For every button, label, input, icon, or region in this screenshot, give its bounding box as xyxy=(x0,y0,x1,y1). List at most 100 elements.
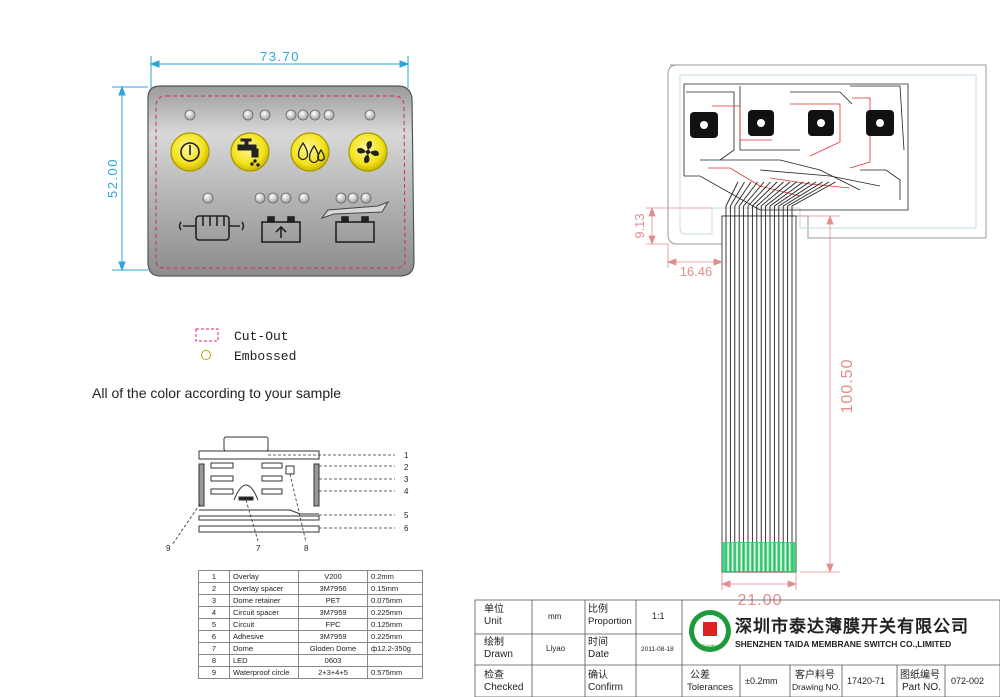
tail-width-dimension xyxy=(720,572,798,590)
tail-width-dim-text: 21.00 xyxy=(737,592,782,609)
fan-in-trace xyxy=(782,181,823,216)
spec-cell-spec: 0.15mm xyxy=(367,582,423,595)
cross-section-callouts: 1 2 3 4 5 6 9 7 8 xyxy=(166,451,409,553)
checked-en: Checked xyxy=(484,682,524,693)
drawn-en: Drawn xyxy=(484,649,513,660)
fan-in-trace xyxy=(787,181,830,216)
offset-y-dimension xyxy=(646,206,712,246)
tail-length-dim-text: 100.50 xyxy=(839,359,856,414)
company-seal-text: 深圳泰达 xyxy=(700,644,720,651)
callout-9: 9 xyxy=(166,544,171,553)
spec-cell-no: 4 xyxy=(198,606,230,619)
spec-cell-no: 6 xyxy=(198,630,230,643)
company-logo: 深圳泰达 xyxy=(689,610,731,652)
panel-width-dimension xyxy=(149,56,410,88)
unit-en: Unit xyxy=(484,616,502,627)
spec-cell-spec: 0.2mm xyxy=(367,570,423,583)
power-key[interactable] xyxy=(170,132,210,172)
panel-height-dimension xyxy=(112,85,148,272)
spec-cell-type: PET xyxy=(298,594,368,607)
fan-in-trace xyxy=(751,181,778,216)
color-note: All of the color according to your sampl… xyxy=(92,385,341,401)
spec-cell-material-name: Waterproof circle xyxy=(229,666,299,679)
title-block-grid xyxy=(474,599,1000,697)
drops-key[interactable] xyxy=(290,132,330,172)
offset-y-dim-text: 9.13 xyxy=(632,213,647,238)
fan-in-trace xyxy=(778,181,817,216)
legend-embossed-label: Embossed xyxy=(234,349,296,364)
drops-icon xyxy=(297,141,325,164)
spec-cell-material-name: Adhesive xyxy=(229,630,299,643)
date-cn: 时间 xyxy=(588,637,608,648)
proportion-en: Proportion xyxy=(588,616,632,627)
callout-7: 7 xyxy=(256,544,261,553)
unit-cn: 单位 xyxy=(484,604,504,615)
fan-in-trace xyxy=(738,181,758,216)
date-en: Date xyxy=(588,649,610,660)
spec-cell-spec xyxy=(367,654,423,667)
proportion-cn: 比例 xyxy=(588,604,608,615)
panel-height-dim-text: 52.00 xyxy=(105,158,120,198)
fan-in-trace xyxy=(725,181,739,216)
proportion-value: 1:1 xyxy=(652,611,665,621)
callout-1: 1 xyxy=(404,451,409,460)
checked-cn: 检查 xyxy=(484,670,504,681)
fan-in-trace xyxy=(743,181,765,216)
company-name-en: SHENZHEN TAIDA MEMBRANE SWITCH CO.,LIMIT… xyxy=(735,639,952,649)
tail-contact-gaps xyxy=(727,543,791,571)
confirm-cn: 确认 xyxy=(588,670,608,681)
fan-in-trace xyxy=(729,181,745,216)
wrench-hand-icon xyxy=(178,215,245,241)
fan-in-trace xyxy=(747,181,771,216)
spec-cell-type: V200 xyxy=(298,570,368,583)
callout-8: 8 xyxy=(304,544,309,553)
circuit-key-pads xyxy=(690,110,894,138)
panel-leds xyxy=(184,109,376,204)
tolerance-cn: 公差 xyxy=(690,670,710,681)
company-name-cn: 深圳市泰达薄膜开关有限公司 xyxy=(735,617,969,636)
spec-cell-no: 5 xyxy=(198,618,230,631)
legend-embossed-swatch xyxy=(201,350,211,360)
cross-section-leaders xyxy=(171,454,395,546)
spec-cell-no: 2 xyxy=(198,582,230,595)
callout-2: 2 xyxy=(404,463,409,472)
spec-cell-type: 3M7959 xyxy=(298,630,368,643)
fan-in-trace xyxy=(765,181,797,216)
spec-cell-spec: ф12.2-350g xyxy=(367,642,423,655)
panel-width-dim-text: 73.70 xyxy=(260,49,300,64)
fan-in-trace xyxy=(734,181,752,216)
callout-4: 4 xyxy=(404,487,409,496)
spec-cell-no: 3 xyxy=(198,594,230,607)
spec-cell-material-name: Dome xyxy=(229,642,299,655)
battery-charge-icon xyxy=(320,200,390,243)
spec-cell-material-name: Overlay spacer xyxy=(229,582,299,595)
fan-key[interactable] xyxy=(348,132,388,172)
confirm-en: Confirm xyxy=(588,682,624,693)
callout-6: 6 xyxy=(404,524,409,533)
spec-cell-material-name: Circuit xyxy=(229,618,299,631)
circuit-tail xyxy=(721,215,797,573)
layer-cross-section xyxy=(198,436,320,533)
unit-value: mm xyxy=(548,612,562,621)
callout-3: 3 xyxy=(404,475,409,484)
power-icon xyxy=(180,142,200,162)
spec-cell-no: 7 xyxy=(198,642,230,655)
faucet-key[interactable] xyxy=(230,132,270,172)
spec-cell-material-name: Circuit spacer xyxy=(229,606,299,619)
fan-in-trace xyxy=(773,181,810,216)
tail-length-dimension xyxy=(800,214,840,574)
tolerance-en: Tolerances xyxy=(687,682,733,693)
drawing-no-value: 17420-71 xyxy=(847,676,886,686)
offset-x-dim-text: 16.46 xyxy=(680,264,713,279)
fan-icon xyxy=(357,141,379,163)
spec-cell-type: 2+3+4+5 xyxy=(298,666,368,679)
